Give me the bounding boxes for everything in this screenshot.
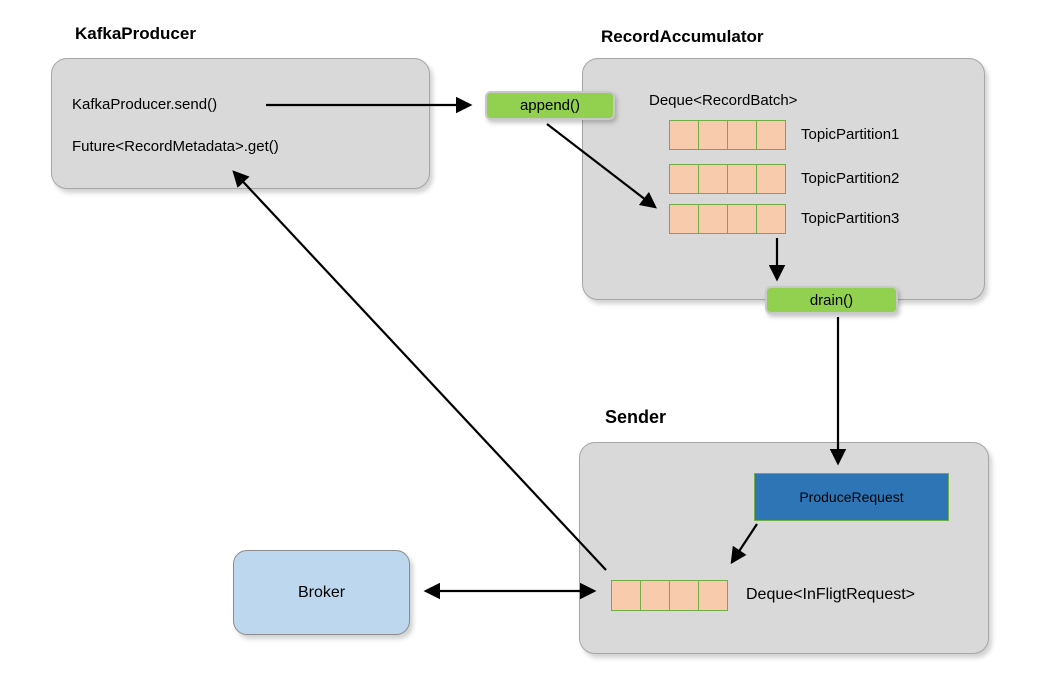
arrow-inflight-to-future-get (232, 170, 607, 571)
deque-cell (669, 120, 699, 150)
deque-cell (698, 204, 728, 234)
deque-cell (698, 580, 728, 611)
drain-button[interactable]: drain() (765, 286, 898, 314)
deque-cell (611, 580, 641, 611)
deque-cell (727, 164, 757, 194)
deque-inflight-label: Deque<InFligtRequest> (746, 585, 915, 603)
topic-partition-3-label: TopicPartition3 (801, 209, 900, 227)
topic-partition-3-deque (669, 204, 786, 234)
deque-cell (698, 120, 728, 150)
sender-title: Sender (605, 407, 667, 427)
record-accumulator-title: RecordAccumulator (601, 27, 764, 46)
deque-cell (640, 580, 670, 611)
topic-partition-1-deque (669, 120, 786, 150)
deque-cell (727, 120, 757, 150)
produce-request-box: ProduceRequest (754, 473, 949, 521)
kafka-producer-send-label: KafkaProducer.send() (72, 96, 218, 113)
deque-recordbatch-label: Deque<RecordBatch> (649, 92, 798, 109)
kafka-producer-box: KafkaProducer.send() Future<RecordMetada… (51, 58, 430, 189)
deque-cell (756, 164, 786, 194)
append-button[interactable]: append() (485, 91, 615, 120)
deque-cell (669, 204, 699, 234)
record-accumulator-box: Deque<RecordBatch> TopicPartition1 Topic… (582, 58, 985, 300)
inflight-deque (611, 580, 728, 611)
topic-partition-2-deque (669, 164, 786, 194)
deque-cell (727, 204, 757, 234)
deque-cell (669, 164, 699, 194)
deque-cell (756, 120, 786, 150)
deque-cell (756, 204, 786, 234)
topic-partition-2-label: TopicPartition2 (801, 169, 900, 187)
deque-cell (669, 580, 699, 611)
topic-partition-1-label: TopicPartition1 (801, 125, 900, 143)
future-get-label: Future<RecordMetadata>.get() (72, 138, 279, 155)
broker-box: Broker (233, 550, 410, 635)
kafka-producer-title: KafkaProducer (75, 24, 196, 43)
deque-cell (698, 164, 728, 194)
sender-box: ProduceRequest Deque<InFligtRequest> (579, 442, 989, 654)
